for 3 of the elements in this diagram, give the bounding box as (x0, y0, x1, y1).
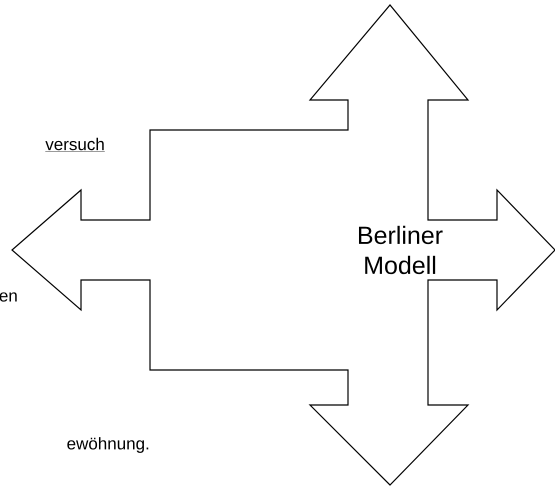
text-fragment: en (0, 292, 17, 302)
text-fragment: ewöhnung. (67, 437, 148, 453)
text-fragment: versuch (45, 138, 105, 152)
